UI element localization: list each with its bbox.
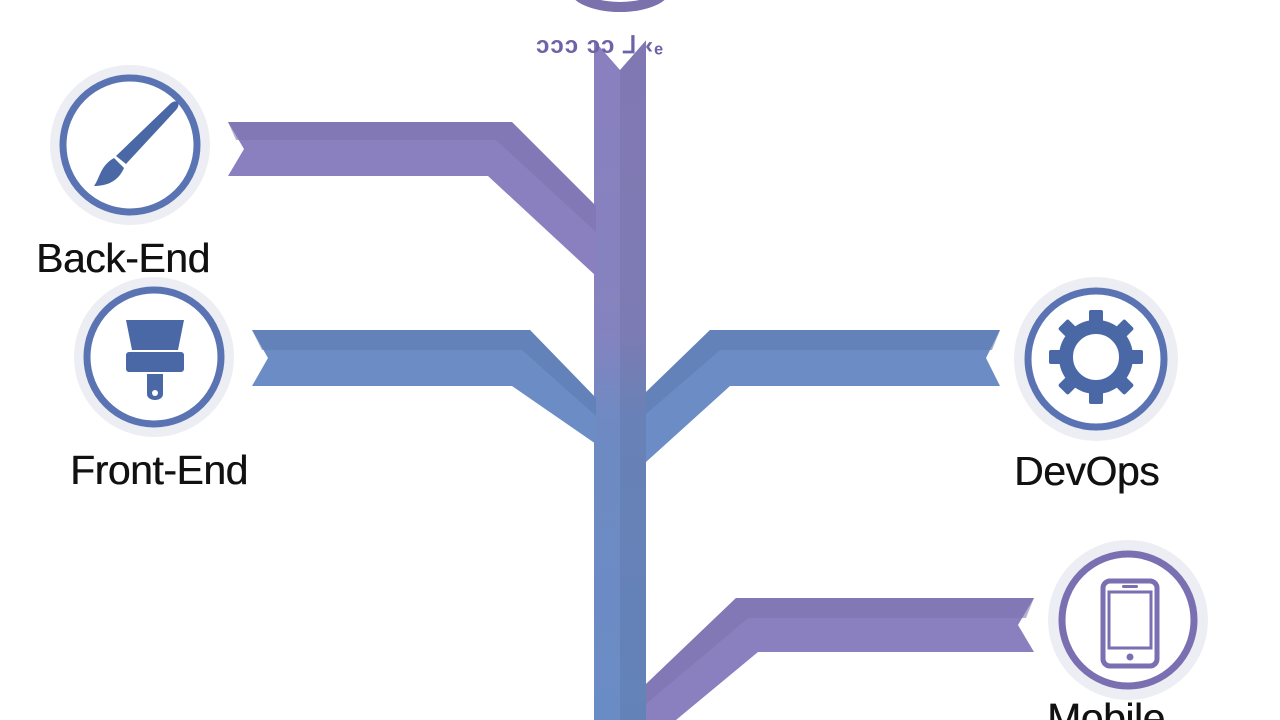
label-mobile: Mobile	[1047, 695, 1165, 720]
node-back-end	[50, 65, 210, 225]
node-devops	[1014, 277, 1178, 441]
label-front-end: Front-End	[70, 447, 248, 493]
branch-back-end	[228, 122, 596, 276]
trunk	[592, 38, 648, 720]
smartphone-icon	[1100, 578, 1160, 669]
top-node	[575, 0, 665, 12]
paintbrush-icon	[94, 101, 179, 186]
label-devops: DevOps	[1014, 448, 1160, 494]
node-mobile	[1048, 540, 1208, 700]
label-back-end: Back-End	[36, 235, 210, 281]
branch-front-end	[252, 330, 596, 444]
gear-icon	[1049, 310, 1143, 404]
paint-scraper-icon	[126, 320, 184, 400]
branch-devops	[646, 330, 1000, 462]
top-text: ɔɔɔ ɔɔ ⅃ ‹ₑ	[536, 32, 664, 59]
node-front-end	[74, 277, 234, 437]
branch-mobile	[646, 598, 1034, 720]
